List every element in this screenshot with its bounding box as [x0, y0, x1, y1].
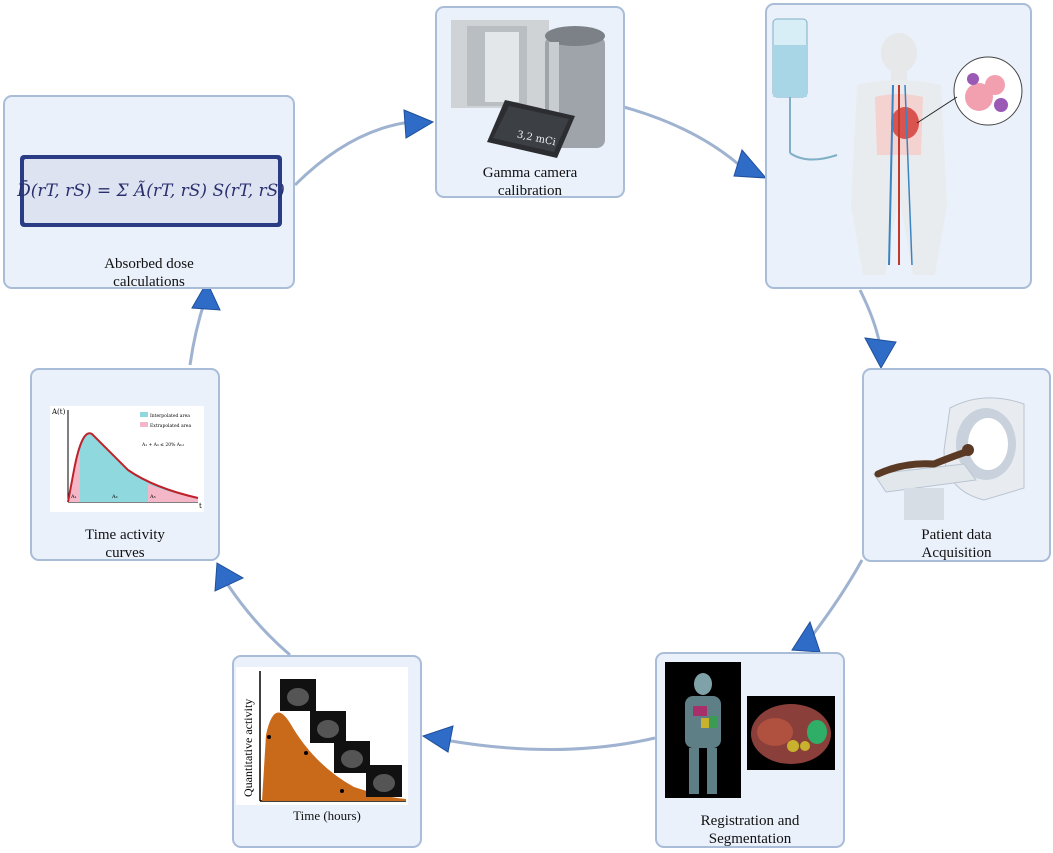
- tac-yaxis: A(t): [51, 408, 66, 416]
- registration-label-2: Segmentation: [708, 831, 792, 847]
- gamma-camera-box: 3,2 mCi Gamma camera calibration: [435, 6, 625, 199]
- absorbed-dose-label-2: calculations: [113, 274, 185, 290]
- injection-box: [765, 3, 1032, 289]
- patient-data-box: Patient data Acquisition: [862, 368, 1051, 562]
- tac-a2: A₂: [111, 494, 118, 500]
- tac-a1: A₁: [70, 494, 77, 500]
- tac-condition: A₁ + A₃ ≤ 20% Aₜₒₜ: [141, 442, 185, 448]
- quantitative-box: Quantitative activity Time (hours): [232, 655, 422, 848]
- absorbed-dose-box: D̄(rT, rS) = Σ Ã(rT, rS) S(rT, rS) Absor…: [3, 95, 295, 290]
- formula-text: D̄(rT, rS) = Σ Ã(rT, rS) S(rT, rS): [17, 181, 285, 201]
- absorbed-dose-label-1: Absorbed dose: [104, 256, 194, 272]
- tac-chart: A(t) t Interpolated area Extrapolated ar…: [50, 406, 204, 512]
- segmentation-images: [665, 662, 835, 798]
- gamma-camera-label-1: Gamma camera: [482, 165, 578, 181]
- arrowhead-4: [791, 620, 821, 653]
- time-activity-box: A(t) t Interpolated area Extrapolated ar…: [30, 368, 220, 561]
- time-activity-label-1: Time activity: [85, 527, 165, 543]
- quantitative-xlabel: Time (hours): [293, 808, 361, 823]
- patient-data-label-1: Patient data: [921, 527, 992, 543]
- gamma-camera-label-2: calibration: [497, 183, 563, 199]
- quantitative-ylabel: Quantitative activity: [241, 699, 255, 797]
- dose-formula: D̄(rT, rS) = Σ Ã(rT, rS) S(rT, rS): [17, 155, 285, 227]
- arrowhead-2: [733, 148, 768, 179]
- arrowhead-1: [403, 109, 435, 139]
- calibrator-illustration: 3,2 mCi: [451, 20, 605, 158]
- tac-xaxis: t: [199, 502, 202, 510]
- arrowhead-5: [421, 725, 454, 753]
- arrowhead-6: [214, 562, 245, 592]
- registration-label-1: Registration and: [700, 813, 800, 829]
- time-activity-label-2: curves: [105, 545, 145, 561]
- arrowhead-7: [191, 280, 221, 311]
- patient-data-label-2: Acquisition: [921, 545, 992, 561]
- arrowhead-3: [864, 337, 897, 370]
- scanner-illustration: [873, 397, 1025, 520]
- registration-box: Registration and Segmentation: [655, 652, 845, 848]
- quantitative-chart: Quantitative activity: [236, 667, 408, 805]
- tac-legend-extrap: Extrapolated area: [150, 423, 191, 429]
- body-illustration: [772, 18, 1023, 275]
- tac-a3: A₃: [149, 494, 156, 500]
- tac-legend-interp: Interpolated area: [150, 413, 190, 419]
